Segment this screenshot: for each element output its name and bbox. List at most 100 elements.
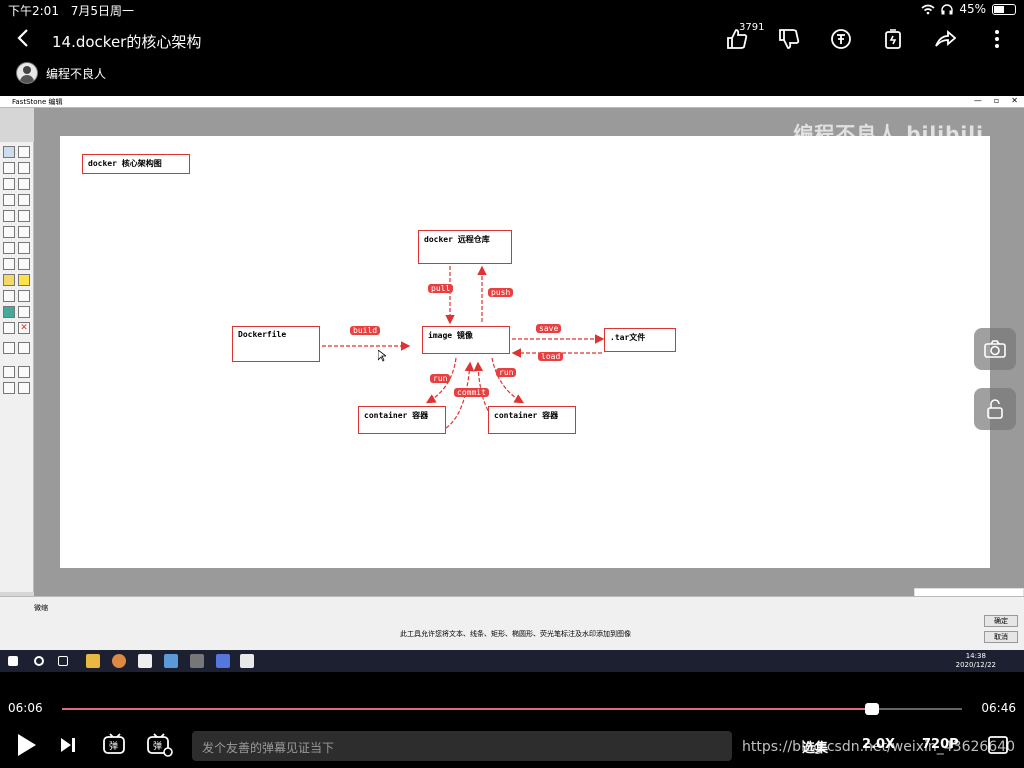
favorite-button[interactable] <box>880 26 906 52</box>
zoom-out-icon[interactable] <box>3 382 15 394</box>
registry-box: docker 远程仓库 <box>418 230 512 264</box>
danmaku-settings-icon: 弹 <box>147 733 173 757</box>
rectangle-tool-icon[interactable] <box>3 242 15 254</box>
ellipse-tool-icon[interactable] <box>3 258 15 270</box>
more-icon <box>995 30 999 48</box>
image-tool-icon[interactable] <box>3 306 15 318</box>
favorite-icon <box>885 29 901 49</box>
play-button[interactable] <box>16 732 38 762</box>
dislike-icon <box>779 29 800 49</box>
tool-hint: 此工具允许您将文本、线条、矩形、椭圆形、荧光笔标注及水印添加到图像 <box>400 630 631 638</box>
editor-canvas: docker 核心架构图 docker 远程仓库 Docke <box>34 108 1024 596</box>
coin-button[interactable] <box>828 26 854 52</box>
dot-tool-icon[interactable] <box>18 306 30 318</box>
bottom-tab[interactable]: 微缩 <box>34 604 48 612</box>
zoom-actual-icon[interactable] <box>18 366 30 378</box>
next-icon <box>61 738 75 752</box>
speed-button[interactable]: 2.0X <box>862 737 896 752</box>
dislike-button[interactable] <box>776 26 802 52</box>
quality-button[interactable]: 720P <box>922 737 959 752</box>
danmaku-toggle-icon: 弹 <box>103 733 125 754</box>
run-right-label: run <box>496 368 517 377</box>
task-view-icon[interactable] <box>58 656 68 666</box>
status-date: 7月5日周一 <box>70 4 135 18</box>
stamp-tool-icon[interactable] <box>18 226 30 238</box>
progress-bar: 06:06 06:46 <box>0 698 1024 718</box>
taskbar-clock: 14:38 2020/12/22 <box>955 652 996 669</box>
danmaku-settings-button[interactable]: 弹 <box>146 732 174 762</box>
eraser-tool-icon[interactable] <box>18 210 30 222</box>
app-icon-6[interactable] <box>216 654 230 668</box>
number-tool-icon[interactable] <box>18 178 30 190</box>
zoom-in-icon[interactable] <box>3 366 15 378</box>
seek-track[interactable] <box>62 703 962 715</box>
container-left-box: container 容器 <box>358 406 446 434</box>
search-icon[interactable] <box>34 656 44 666</box>
back-icon[interactable] <box>16 28 30 54</box>
tar-box: .tar文件 <box>604 328 676 352</box>
highlighter-tool-icon[interactable] <box>3 274 15 286</box>
fullscreen-icon <box>988 736 1008 754</box>
danmaku-toggle-button[interactable]: 弹 <box>102 732 128 762</box>
angle-tool-icon[interactable] <box>3 226 15 238</box>
editor-bottom-panel: 微缩 此工具允许您将文本、线条、矩形、椭圆形、荧光笔标注及水印添加到图像 确定 … <box>0 596 1024 650</box>
commit-label: commit <box>454 388 489 397</box>
delete-tool-icon[interactable]: ✕ <box>18 322 30 334</box>
status-bar: 下午2:01 7月5日周一 45% <box>0 0 1024 20</box>
bubble-tool-icon[interactable] <box>18 162 30 174</box>
rect-select-tool-icon[interactable] <box>18 146 30 158</box>
drawing-toolbar: ✕ <box>0 142 34 592</box>
blur-tool-icon[interactable] <box>3 290 15 302</box>
like-button[interactable]: 3791 <box>724 22 764 52</box>
camera-icon <box>984 340 1006 358</box>
filled-ellipse-tool-icon[interactable] <box>18 258 30 270</box>
chrome-icon[interactable] <box>112 654 126 668</box>
avatar[interactable] <box>16 62 38 84</box>
arrow-tool-icon[interactable] <box>18 194 30 206</box>
select-tool-icon[interactable] <box>3 146 15 158</box>
pen-tool-icon[interactable] <box>3 210 15 222</box>
line-tool-icon[interactable] <box>3 194 15 206</box>
start-icon[interactable] <box>8 656 18 666</box>
text-tool-icon[interactable] <box>3 178 15 190</box>
share-button[interactable] <box>932 26 958 52</box>
screenshot-button[interactable] <box>974 328 1016 370</box>
redo-icon[interactable] <box>18 342 30 354</box>
print-icon[interactable] <box>18 382 30 394</box>
ok-button[interactable]: 确定 <box>984 615 1018 627</box>
danmaku-input[interactable]: 发个友善的弹幕见证当下 <box>192 731 732 761</box>
lock-button[interactable] <box>974 388 1016 430</box>
cancel-button[interactable]: 取消 <box>984 631 1018 643</box>
episodes-button[interactable]: 选集 <box>802 741 829 756</box>
share-icon <box>935 30 956 47</box>
next-button[interactable] <box>60 737 76 757</box>
callout-tool-icon[interactable] <box>3 162 15 174</box>
layer-tool-icon[interactable] <box>3 322 15 334</box>
explorer-icon[interactable] <box>86 654 100 668</box>
seek-handle[interactable] <box>865 703 879 715</box>
video-frame[interactable]: FastStone 编辑 — ▫ ✕ docker 核心架构图 <box>0 96 1024 672</box>
crop-tool-icon[interactable] <box>18 290 30 302</box>
app-icon-5[interactable] <box>190 654 204 668</box>
filled-rect-tool-icon[interactable] <box>18 242 30 254</box>
more-button[interactable] <box>984 26 1010 52</box>
wifi-icon <box>921 4 935 14</box>
minimize-icon[interactable]: — <box>973 96 982 105</box>
fullscreen-button[interactable] <box>988 736 1008 758</box>
uploader[interactable]: 编程不良人 <box>16 62 106 84</box>
undo-icon[interactable] <box>3 342 15 354</box>
maximize-icon[interactable]: ▫ <box>993 96 1000 105</box>
load-label: load <box>538 352 564 361</box>
mouse-cursor-icon <box>378 350 386 362</box>
player-controls: 弹 弹 发个友善的弹幕见证当下 https://blog.csdn.net/we… <box>0 728 1024 764</box>
video-title: 14.docker的核心架构 <box>52 33 202 51</box>
close-icon[interactable]: ✕ <box>1011 96 1018 105</box>
csdn-watermark: https://blog.csdn.net/weixin_43626640 <box>742 739 1016 755</box>
app-icon-4[interactable] <box>164 654 178 668</box>
like-icon <box>727 29 748 49</box>
faststone-icon[interactable] <box>240 654 254 668</box>
push-label: push <box>488 288 514 297</box>
play-icon <box>18 734 36 756</box>
typora-icon[interactable] <box>138 654 152 668</box>
fill-tool-icon[interactable] <box>18 274 30 286</box>
